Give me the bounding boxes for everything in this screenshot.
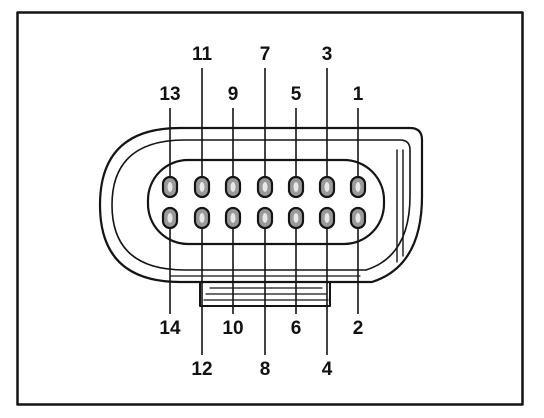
pin-4-contact-highlight xyxy=(324,213,330,223)
leader-lines xyxy=(169,68,359,355)
pin-7-label: 7 xyxy=(260,44,271,65)
pin-10-contact-highlight xyxy=(230,213,236,223)
pin-3-label: 3 xyxy=(322,44,333,65)
pin-13-contact-highlight xyxy=(167,182,173,192)
pin-9-label: 9 xyxy=(228,84,239,105)
pin-5-label: 5 xyxy=(291,84,302,105)
pin-1-contact-highlight xyxy=(355,182,361,192)
pin-14-label: 14 xyxy=(159,318,181,339)
pin-2-contact-highlight xyxy=(355,213,361,223)
pin-11-contact-highlight xyxy=(199,182,205,192)
pin-6-label: 6 xyxy=(291,318,302,339)
top-pin-row xyxy=(161,175,367,199)
pin-8-label: 8 xyxy=(260,359,271,380)
pin-4-label: 4 xyxy=(322,359,333,380)
pin-10-label: 10 xyxy=(222,318,243,339)
pin-7-contact-highlight xyxy=(262,182,268,192)
pin-11-label: 11 xyxy=(192,44,213,65)
pin-3-contact-highlight xyxy=(324,182,330,192)
pin-8-contact-highlight xyxy=(262,213,268,223)
bottom-pin-row xyxy=(161,206,367,230)
outer-frame xyxy=(16,11,524,406)
pin-13-label: 13 xyxy=(159,84,180,105)
connector-housing xyxy=(98,126,424,307)
pin-12-contact-highlight xyxy=(199,213,205,223)
pin-14-contact-highlight xyxy=(167,213,173,223)
pin-1-label: 1 xyxy=(353,84,364,105)
pin-2-label: 2 xyxy=(353,318,364,339)
pin-12-label: 12 xyxy=(191,359,212,380)
pin-9-contact-highlight xyxy=(230,182,236,192)
pin-6-contact-highlight xyxy=(293,213,299,223)
pin-5-contact-highlight xyxy=(293,182,299,192)
